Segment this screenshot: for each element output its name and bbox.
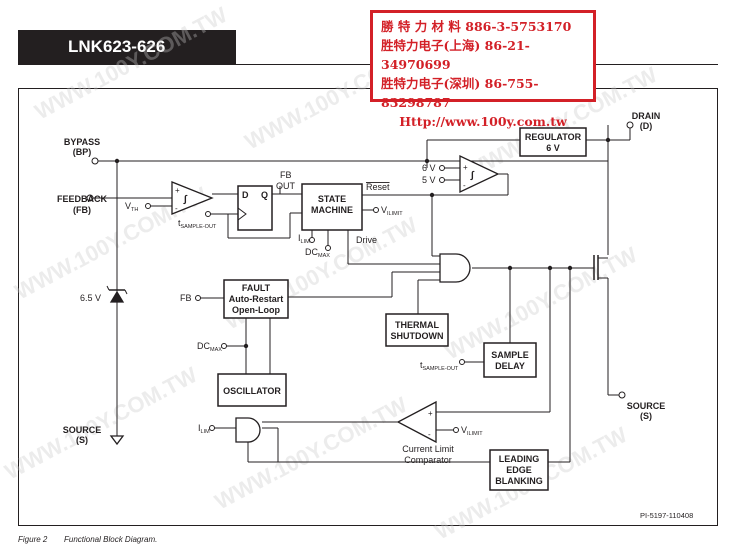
- vilimit-cmp-label: VILIMIT: [461, 425, 483, 437]
- distributor-stamp: 勝 特 力 材 料 886-3-5753170 胜特力电子(上海) 86-21-…: [370, 10, 596, 129]
- oscillator-block: OSCILLATOR: [217, 373, 287, 407]
- sample-delay-label-1: SAMPLE: [491, 350, 529, 360]
- drive-and-gate: [439, 253, 471, 283]
- pin-bypass-sub: (BP): [73, 147, 92, 157]
- stamp-url: Http://www.100y.com.tw: [399, 114, 567, 129]
- fault-block: FAULT Auto-Restart Open-Loop: [223, 279, 289, 319]
- watermark-text: WWW.100Y.COM.TW: [211, 392, 412, 515]
- leb-label-2: EDGE: [506, 465, 532, 475]
- dff-q-label: Q: [261, 190, 268, 200]
- current-limit-label-2: Comparator: [404, 455, 452, 465]
- pin-source-left-sub: (S): [76, 435, 88, 445]
- header-rule: [18, 64, 718, 65]
- v5-label: 5 V: [422, 175, 436, 185]
- ground-icon: [109, 435, 125, 446]
- sample-delay-label-2: DELAY: [495, 361, 525, 371]
- thermal-label-2: SHUTDOWN: [391, 331, 444, 341]
- leb-label-3: BLANKING: [495, 476, 543, 486]
- pin-feedback-sub: (FB): [73, 205, 91, 215]
- svg-text:-: -: [428, 430, 431, 439]
- ilim-sm-label: ILIM: [298, 233, 310, 245]
- zener-label: 6.5 V: [80, 293, 101, 303]
- vilimit-sm-label: VILIMIT: [381, 205, 403, 217]
- watermark-text: WWW.100Y.COM.TW: [1, 362, 202, 485]
- state-machine-label-2: MACHINE: [311, 205, 353, 215]
- vth-label: VTH: [125, 201, 138, 213]
- thermal-shutdown-block: THERMAL SHUTDOWN: [385, 313, 449, 347]
- svg-text:+: +: [463, 163, 468, 172]
- pin-source-left-label: SOURCE: [63, 425, 102, 435]
- svg-text:+: +: [428, 409, 433, 418]
- v6-label: 6 V: [422, 163, 436, 173]
- leb-label-1: LEADING: [499, 454, 540, 464]
- leading-edge-blanking-block: LEADING EDGE BLANKING: [489, 449, 549, 491]
- feedback-comparator: + - ∫: [171, 181, 214, 215]
- drive-label: Drive: [356, 235, 377, 245]
- bypass-comparator: + - ∫: [459, 154, 500, 194]
- pin-source-right-label: SOURCE: [627, 401, 666, 411]
- state-machine-block: STATE MACHINE: [301, 183, 363, 231]
- fault-label-3: Open-Loop: [232, 305, 280, 315]
- pin-bypass-label: BYPASS: [64, 137, 100, 147]
- reset-label: Reset: [366, 182, 390, 192]
- fb-out-label-2: OUT: [276, 181, 296, 191]
- figure-caption: Figure 2 Functional Block Diagram.: [18, 535, 157, 544]
- regulator-label-2: 6 V: [546, 143, 560, 153]
- d-flip-flop: D Q: [237, 185, 273, 231]
- regulator-block: REGULATOR 6 V: [519, 127, 587, 157]
- fb-out-label-1: FB: [280, 170, 292, 180]
- watermark-text: WWW.100Y.COM.TW: [31, 2, 232, 125]
- ilim-and-label: ILIM: [198, 423, 210, 435]
- diagram-frame: [18, 88, 718, 526]
- current-limit-comparator: + -: [396, 400, 437, 444]
- part-number-header: LNK623-626: [18, 30, 236, 64]
- oscillator-label: OSCILLATOR: [223, 386, 281, 396]
- pin-feedback-label: FEEDBACK: [57, 194, 108, 204]
- svg-text:-: -: [463, 181, 466, 190]
- pin-drain-label: DRAIN: [632, 111, 661, 121]
- dcmax-osc-label: DCMAX: [197, 341, 222, 353]
- state-machine-label-1: STATE: [318, 194, 346, 204]
- figure-id: PI-5197-110408: [640, 511, 694, 520]
- watermark-text: WWW.100Y.COM.TW: [441, 242, 642, 365]
- stamp-line-2: 胜特力电子(上海) 86-21-34970699: [381, 38, 530, 72]
- svg-text:∫: ∫: [470, 170, 475, 181]
- fault-label-1: FAULT: [242, 283, 271, 293]
- svg-text:-: -: [175, 204, 178, 213]
- fb-fault-label: FB: [180, 293, 192, 303]
- fault-label-2: Auto-Restart: [229, 294, 284, 304]
- pin-drain-sub: (D): [640, 121, 653, 131]
- figure-title: Functional Block Diagram.: [64, 535, 158, 544]
- dcmax-sm-label: DCMAX: [305, 247, 330, 259]
- dff-d-label: D: [242, 190, 249, 200]
- tsample-top-label: tSAMPLE-OUT: [178, 218, 217, 230]
- stamp-line-3: 胜特力电子(深圳) 86-755-83298787: [381, 76, 539, 110]
- stamp-line-1: 勝 特 力 材 料 886-3-5753170: [381, 19, 572, 34]
- figure-number: Figure 2: [18, 535, 48, 544]
- pin-terminals: [86, 121, 634, 433]
- sample-delay-block: SAMPLE DELAY: [483, 342, 537, 378]
- regulator-label-1: REGULATOR: [525, 132, 582, 142]
- pin-source-right-sub: (S): [640, 411, 652, 421]
- svg-text:+: +: [175, 186, 180, 195]
- current-limit-and-gate: [235, 417, 261, 443]
- thermal-label-1: THERMAL: [395, 320, 439, 330]
- zener-diode-icon: [106, 285, 128, 303]
- svg-text:∫: ∫: [183, 194, 188, 205]
- junction-dots: [114, 137, 611, 349]
- current-limit-label-1: Current Limit: [402, 444, 454, 454]
- tsample-bot-label: tSAMPLE-OUT: [420, 360, 459, 372]
